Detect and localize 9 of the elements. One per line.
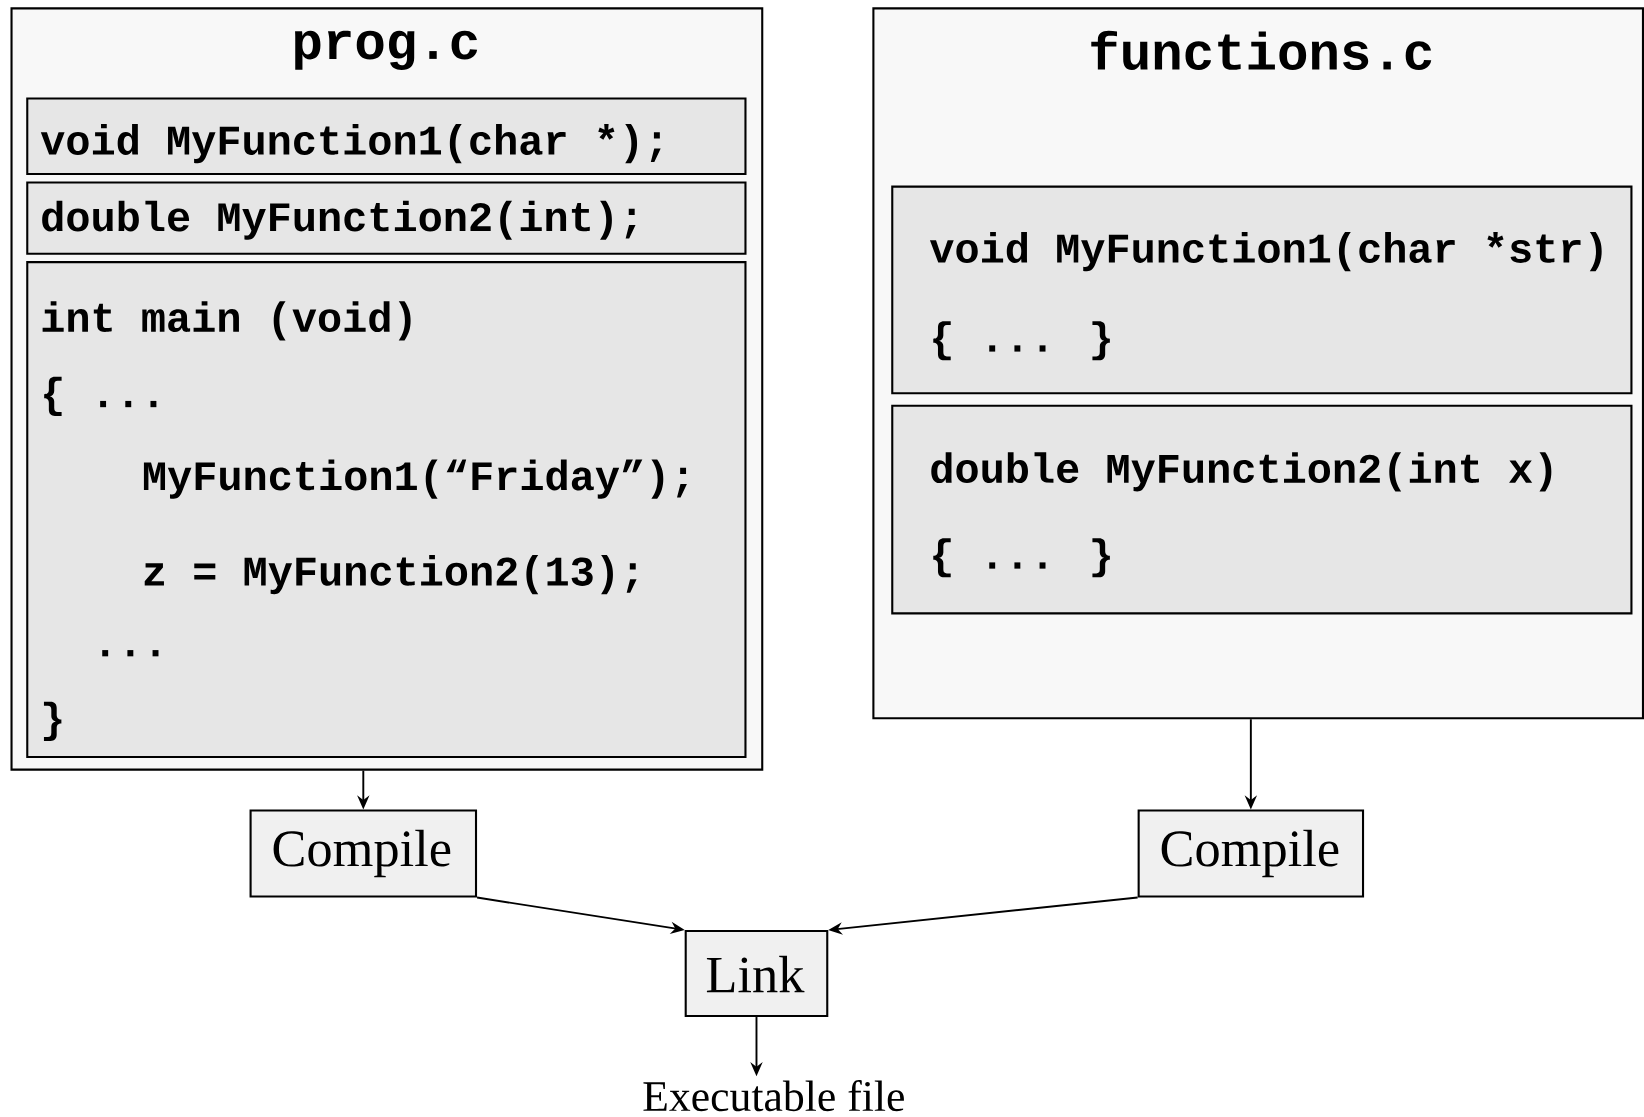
code-box: void MyFunction1(char *str) { ... } [891,185,1633,395]
code-box: double MyFunction2(int x) { ... } [891,404,1633,615]
process-box: Link [684,930,829,1018]
code-box: int main (void) { ... MyFunction1(“Friday”); z = MyFunction2(13); ... } [26,261,747,759]
output-label: Executable file [643,1080,904,1112]
code-box: void MyFunction1(char *); [26,97,747,176]
process-box: Compile [1137,809,1365,898]
code-box: double MyFunction2(int); [26,181,747,255]
process-box: Compile [249,809,478,898]
